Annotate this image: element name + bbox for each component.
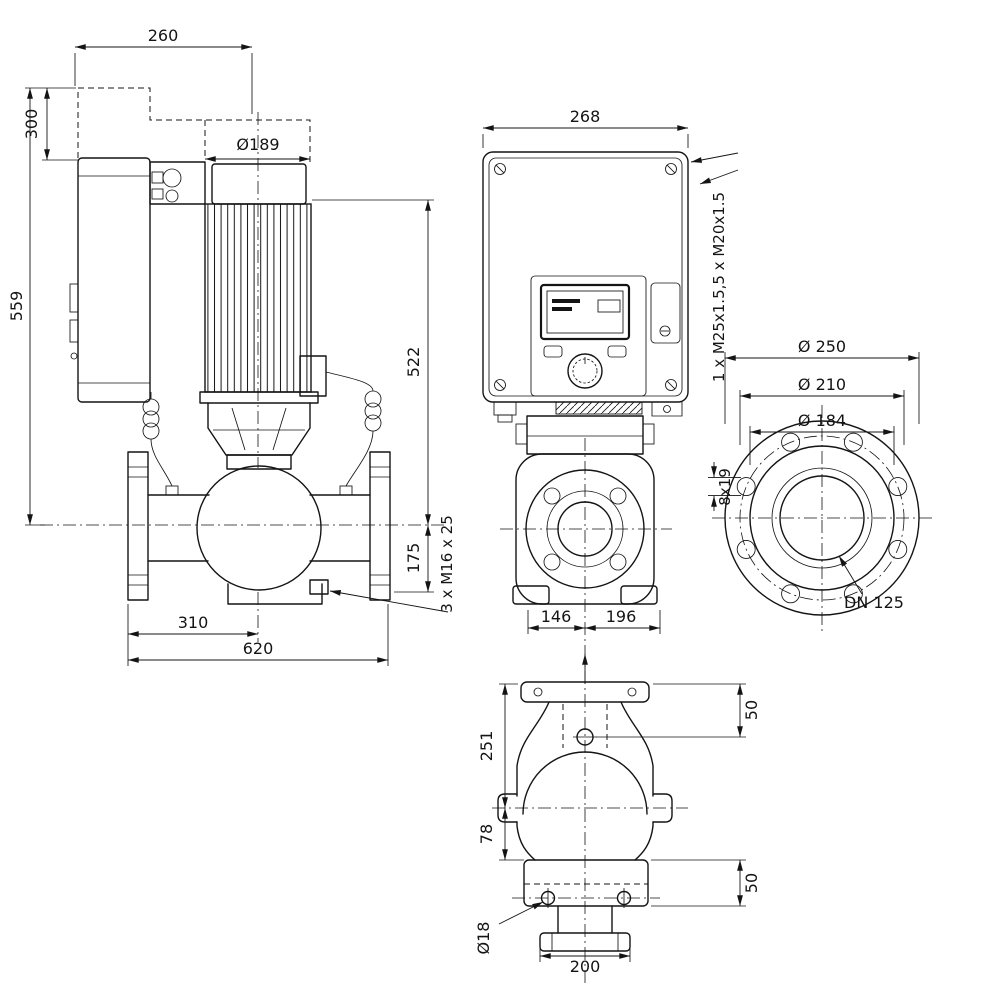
side-dimensions: 260 300 559 Ø189 522 175 3 x M16 x 25 31… <box>7 26 456 666</box>
side-dim-motor-diameter-label: Ø189 <box>236 135 279 154</box>
pump-casing-side <box>147 465 371 605</box>
front-dimensions: 268 1 x M25x1.5,5 x M20x1.5 146 196 <box>482 107 739 634</box>
plan-dim-center-to-flange-label: 251 <box>477 731 496 762</box>
control-knob <box>567 353 603 389</box>
control-module-front <box>482 151 689 403</box>
plan-dim-center-to-foot-label: 78 <box>477 824 496 844</box>
flange-circles <box>724 420 920 616</box>
flange-dim-bolt-holes-label: 8x19 <box>716 468 734 506</box>
motor-stool <box>207 402 311 470</box>
plan-view: 50 251 78 50 Ø18 200 <box>474 648 761 985</box>
terminal-adapter <box>149 161 206 205</box>
casing-plan <box>497 701 673 861</box>
flange-dim-outer-label: Ø 250 <box>798 337 846 356</box>
corner-screw-icon <box>494 163 677 391</box>
center-lines <box>492 648 688 985</box>
display-button <box>543 345 563 358</box>
pump-front <box>512 453 658 605</box>
front-dim-module-width-label: 268 <box>570 107 601 126</box>
flange-dim-nominal-label: DN 125 <box>844 593 904 612</box>
display-text-line <box>552 299 580 303</box>
display-panel <box>530 275 647 397</box>
front-view: 268 1 x M25x1.5,5 x M20x1.5 146 196 <box>482 107 739 648</box>
top-flange-plan <box>520 681 650 703</box>
terminal-cover <box>650 282 681 344</box>
suction-flange-side <box>127 451 149 601</box>
side-dim-foot-height-label: 175 <box>404 543 423 574</box>
plan-dim-flange-to-port-label: 50 <box>742 700 761 720</box>
flange-view: Ø 250 Ø 210 Ø 184 8x19 DN 125 <box>708 337 932 632</box>
plan-dim-foot-hole-spacing-label: 200 <box>570 957 601 976</box>
front-dim-cable-glands-label: 1 x M25x1.5,5 x M20x1.5 <box>710 192 728 382</box>
display-button <box>607 345 627 358</box>
side-view: 260 300 559 Ø189 522 175 3 x M16 x 25 31… <box>7 26 456 666</box>
flange-dim-bolt-circle-label: Ø 210 <box>798 375 846 394</box>
side-dim-depth-label: 260 <box>148 26 179 45</box>
foot-plate-plan <box>523 859 649 908</box>
side-dim-total-height-label: 559 <box>7 291 26 322</box>
side-dim-motor-height-label: 522 <box>404 347 423 378</box>
display-text-line <box>552 307 572 311</box>
flange-dim-raised-face-label: Ø 184 <box>798 411 846 430</box>
pressure-sensor-cables <box>142 355 382 487</box>
side-dim-foot-bolts-label: 3 x M16 x 25 <box>438 515 456 613</box>
bolt-holes <box>736 432 908 604</box>
plan-dim-foot-depth-label: 50 <box>742 873 761 893</box>
side-dim-clearance-label: 300 <box>22 109 41 140</box>
flange-dimensions: Ø 250 Ø 210 Ø 184 8x19 DN 125 <box>708 337 920 612</box>
control-module-side <box>69 157 151 403</box>
discharge-flange-side <box>369 451 391 601</box>
side-dim-port-to-port-label: 620 <box>243 639 274 658</box>
center-lines <box>712 405 932 632</box>
front-dim-left-label: 146 <box>541 607 572 626</box>
module-removal-dashed-outline <box>77 87 311 164</box>
front-dim-right-label: 196 <box>606 607 637 626</box>
plan-dimensions: 50 251 78 50 Ø18 200 <box>474 683 761 976</box>
side-dim-flange-to-center-label: 310 <box>178 613 209 632</box>
plan-dim-foot-hole-label: Ø18 <box>474 922 493 955</box>
cable-glands-and-vents <box>493 401 683 423</box>
motor-side <box>199 163 319 404</box>
